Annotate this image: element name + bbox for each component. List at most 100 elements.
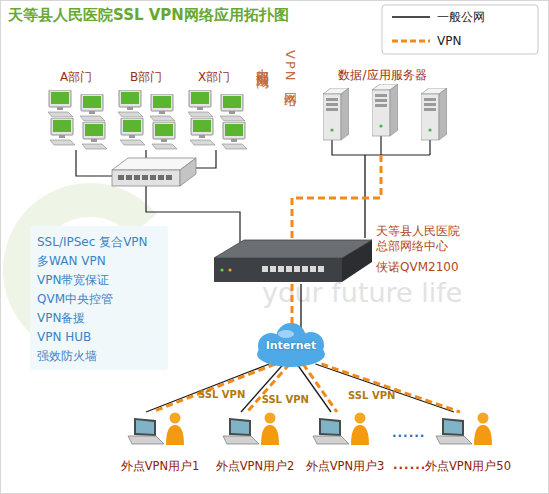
device-led — [220, 268, 223, 271]
pc-icon — [120, 118, 145, 145]
wire — [429, 140, 430, 155]
department-pcs — [48, 90, 247, 149]
vpn-gateway-device — [214, 240, 372, 282]
servers — [323, 84, 447, 140]
person-icon — [166, 413, 184, 446]
cloud-highlight — [278, 330, 294, 338]
diagram-title: 天等县人民医院SSL VPN网络应用拓扑图 — [8, 6, 289, 24]
network-zone-label: VPN网络 — [283, 50, 297, 86]
device-front — [214, 258, 342, 282]
vpn-line — [152, 364, 275, 412]
wire — [146, 186, 240, 246]
feature-item: VPN备援 — [37, 310, 85, 326]
edge-label: SSL VPN — [262, 394, 309, 406]
node-label: Internet — [255, 339, 327, 353]
network-link — [315, 364, 460, 412]
feature-item: VPN带宽保证 — [37, 272, 109, 288]
pc-icon — [118, 90, 143, 117]
remote-users — [128, 413, 492, 446]
lan-switch — [112, 158, 196, 186]
legend-line-sample — [392, 40, 430, 43]
person-icon — [474, 413, 492, 446]
feature-item: QVM中央控管 — [37, 291, 113, 307]
device-port — [302, 266, 308, 272]
pc-icon — [188, 90, 213, 117]
department-group: X部门 — [180, 70, 248, 150]
node-label: 外点VPN用户2 — [205, 459, 305, 473]
node-label: B部门 — [112, 70, 180, 84]
pc-icon — [80, 94, 105, 121]
node-label: 外点VPN用户50 — [418, 459, 518, 473]
vpn-line — [321, 364, 460, 412]
laptop-icon — [436, 418, 472, 444]
node-label: A部门 — [42, 70, 110, 84]
server-icon — [372, 84, 398, 136]
switch-port — [126, 175, 132, 180]
device-port — [310, 266, 316, 272]
network-zone-label: 内部局域网 — [255, 58, 269, 68]
switch-port — [150, 175, 156, 180]
node-label: X部门 — [180, 70, 248, 84]
laptop-icon — [313, 418, 349, 444]
node-label: 侠诺QVM2100 — [376, 260, 486, 275]
public-line — [300, 284, 301, 328]
internet-cloud: Internet — [255, 328, 327, 364]
server-icon — [421, 88, 447, 140]
server-group: 数据/应用服务器 — [315, 68, 450, 155]
device-port — [270, 266, 276, 272]
device-port — [318, 266, 324, 272]
pc-icon — [50, 118, 75, 145]
network-link — [292, 155, 381, 238]
switch-port — [142, 175, 148, 180]
ellipsis-mark: ...... — [392, 426, 425, 440]
pc-icon — [152, 122, 177, 149]
node-label: 外点VPN用户1 — [110, 459, 210, 473]
wire — [380, 136, 381, 155]
remote-user: 外点VPN用户3 — [295, 412, 395, 474]
network-link — [146, 364, 275, 412]
ellipsis-mark: ...... — [393, 458, 426, 472]
device-port — [294, 266, 300, 272]
pc-icon — [82, 122, 107, 149]
department-group: B部门 — [112, 70, 180, 150]
remote-user: 外点VPN用户50 — [418, 412, 518, 474]
feature-box — [30, 226, 168, 370]
feature-item: SSL/IPSec 复合VPN — [37, 234, 148, 250]
device-led — [228, 268, 231, 271]
vpn-gateway: 天等县人民医院 总部网络中心侠诺QVM2100 — [212, 238, 374, 284]
switch-port — [118, 175, 124, 180]
pc-icon — [222, 122, 247, 149]
edge-label: SSL VPN — [348, 390, 395, 402]
vpn-line — [291, 284, 294, 328]
device-side — [342, 240, 372, 282]
feature-item: 多WAN VPN — [37, 253, 106, 269]
pc-icon — [150, 94, 175, 121]
switch-front — [112, 170, 180, 186]
switch-side — [180, 158, 196, 186]
wire — [196, 150, 216, 168]
public-line — [146, 364, 269, 412]
device-port — [286, 266, 292, 272]
laptop-icon — [128, 418, 164, 444]
switch-port — [166, 175, 172, 180]
public-line — [315, 364, 454, 412]
person-icon — [261, 413, 279, 446]
feature-item: 强效防火墙 — [37, 348, 97, 364]
legend-line-sample — [392, 16, 430, 18]
legend-text: VPN — [437, 34, 461, 48]
wire — [76, 150, 112, 176]
watermark: your future life — [262, 278, 462, 308]
feature-item: VPN HUB — [37, 329, 91, 345]
node-label: 数据/应用服务器 — [315, 68, 450, 82]
vpn-line — [292, 155, 381, 238]
pc-icon — [220, 94, 245, 121]
device-port — [278, 266, 284, 272]
switch-port — [134, 175, 140, 180]
remote-user: 外点VPN用户1 — [110, 412, 210, 474]
legend-box — [382, 5, 538, 54]
pc-icon — [48, 90, 73, 117]
device-port — [262, 266, 268, 272]
legend-text: 一般公网 — [437, 10, 485, 24]
